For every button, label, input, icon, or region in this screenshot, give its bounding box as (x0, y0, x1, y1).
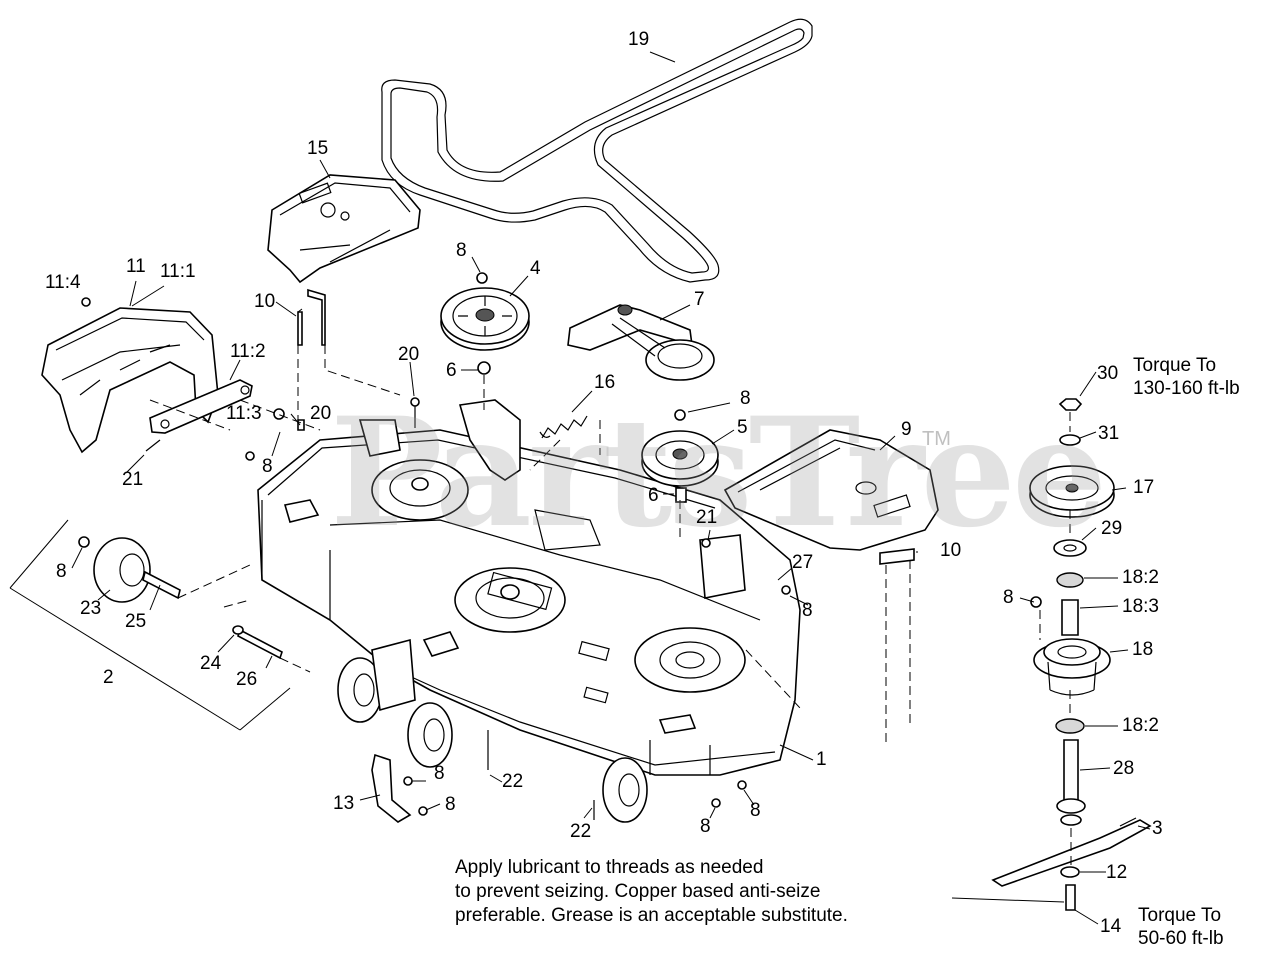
spring-16 (539, 415, 588, 439)
callout-19: 19 (628, 29, 650, 50)
mower-deck-1 (257, 399, 801, 776)
belt-cover-15 (267, 174, 421, 284)
trademark-mark: TM (922, 428, 951, 450)
callout-11-3: 11:3 (226, 403, 262, 424)
callout-11-1: 11:1 (160, 261, 196, 282)
callout-12: 12 (1106, 862, 1128, 883)
callout-11-4: 11:4 (45, 272, 81, 293)
torque-top-line-2: 130-160 ft-lb (1133, 378, 1240, 399)
leader-lines (71, 51, 1151, 925)
callout-11-2: 11:2 (230, 341, 266, 362)
torque-note-bottom: Torque To 50-60 ft-lb (1138, 904, 1224, 950)
callout-1: 1 (816, 749, 827, 770)
callout-24: 24 (200, 653, 222, 674)
idler-pulley-4 (440, 287, 530, 351)
callout-6-lower: 6 (648, 485, 659, 506)
callout-8-i: 8 (700, 816, 711, 837)
callout-6-upper: 6 (446, 360, 457, 381)
deflector-11 (41, 307, 219, 454)
lubricant-note: Apply lubricant to threads as needed to … (455, 856, 848, 928)
callout-4: 4 (530, 258, 541, 279)
callout-26: 26 (236, 669, 258, 690)
callout-8-d: 8 (56, 561, 67, 582)
callout-18: 18 (1132, 639, 1154, 660)
callout-25: 25 (125, 611, 147, 632)
torque-bottom-line-2: 50-60 ft-lb (1138, 928, 1224, 949)
callout-23: 23 (80, 598, 102, 619)
callout-27: 27 (792, 552, 814, 573)
callout-31: 31 (1098, 423, 1120, 444)
callout-20-lower: 20 (310, 403, 332, 424)
callout-8-h: 8 (445, 794, 456, 815)
callout-22-lower: 22 (570, 821, 592, 842)
blade-3 (991, 817, 1152, 887)
callout-22-upper: 22 (502, 771, 524, 792)
callout-8-b: 8 (740, 388, 751, 409)
callout-3: 3 (1152, 818, 1163, 839)
callout-21-right: 21 (696, 507, 718, 528)
callout-28: 28 (1113, 758, 1135, 779)
callout-14: 14 (1100, 916, 1122, 937)
callout-8-c: 8 (262, 456, 273, 477)
torque-bottom-line-1: Torque To (1138, 905, 1222, 926)
callout-5: 5 (737, 417, 748, 438)
callout-21-left: 21 (122, 469, 144, 490)
callout-10-left: 10 (254, 291, 276, 312)
spindle-assembly-18 (1029, 398, 1115, 911)
callout-16: 16 (594, 372, 616, 393)
belt-19 (381, 18, 813, 283)
callout-8-a: 8 (456, 240, 467, 261)
lubricant-note-line-3: preferable. Grease is an acceptable subs… (455, 905, 848, 926)
callout-18-2-lower: 18:2 (1122, 715, 1159, 736)
callout-18-2-upper: 18:2 (1122, 567, 1159, 588)
assembly-lines (149, 345, 1072, 865)
spindle-cover-9 (723, 429, 939, 551)
deck-wheels (337, 638, 648, 823)
kit-bracket-2 (9, 519, 291, 731)
callout-8-e: 8 (802, 600, 813, 621)
pulley-5 (641, 430, 719, 487)
lubricant-note-line-1: Apply lubricant to threads as needed (455, 857, 764, 878)
callout-29: 29 (1101, 518, 1123, 539)
anti-scalp-wheel-23 (93, 537, 181, 603)
lubricant-note-line-2: to prevent seizing. Copper based anti-se… (455, 881, 821, 902)
torque-note-top: Torque To 130-160 ft-lb (1133, 354, 1240, 400)
callout-18-3: 18:3 (1122, 596, 1159, 617)
callout-10-right: 10 (940, 540, 962, 561)
watermark-text: PartsTree (330, 385, 1107, 561)
callout-9: 9 (901, 419, 912, 440)
callout-8-j: 8 (750, 800, 761, 821)
callout-17: 17 (1133, 477, 1155, 498)
bolt-26 (232, 625, 283, 660)
callout-15: 15 (307, 138, 329, 159)
callout-13: 13 (333, 793, 355, 814)
callout-8-f: 8 (1003, 587, 1014, 608)
hardware (78, 272, 1042, 820)
callout-30: 30 (1097, 363, 1119, 384)
idler-arm-7 (567, 304, 715, 381)
torque-top-line-1: Torque To (1133, 355, 1217, 376)
callout-11: 11 (126, 256, 146, 277)
bracket-11-2 (149, 379, 253, 434)
callout-7: 7 (694, 289, 705, 310)
bracket-13 (371, 753, 412, 823)
callout-20-upper: 20 (398, 344, 420, 365)
callout-8-g: 8 (434, 763, 445, 784)
callout-2: 2 (103, 667, 114, 688)
